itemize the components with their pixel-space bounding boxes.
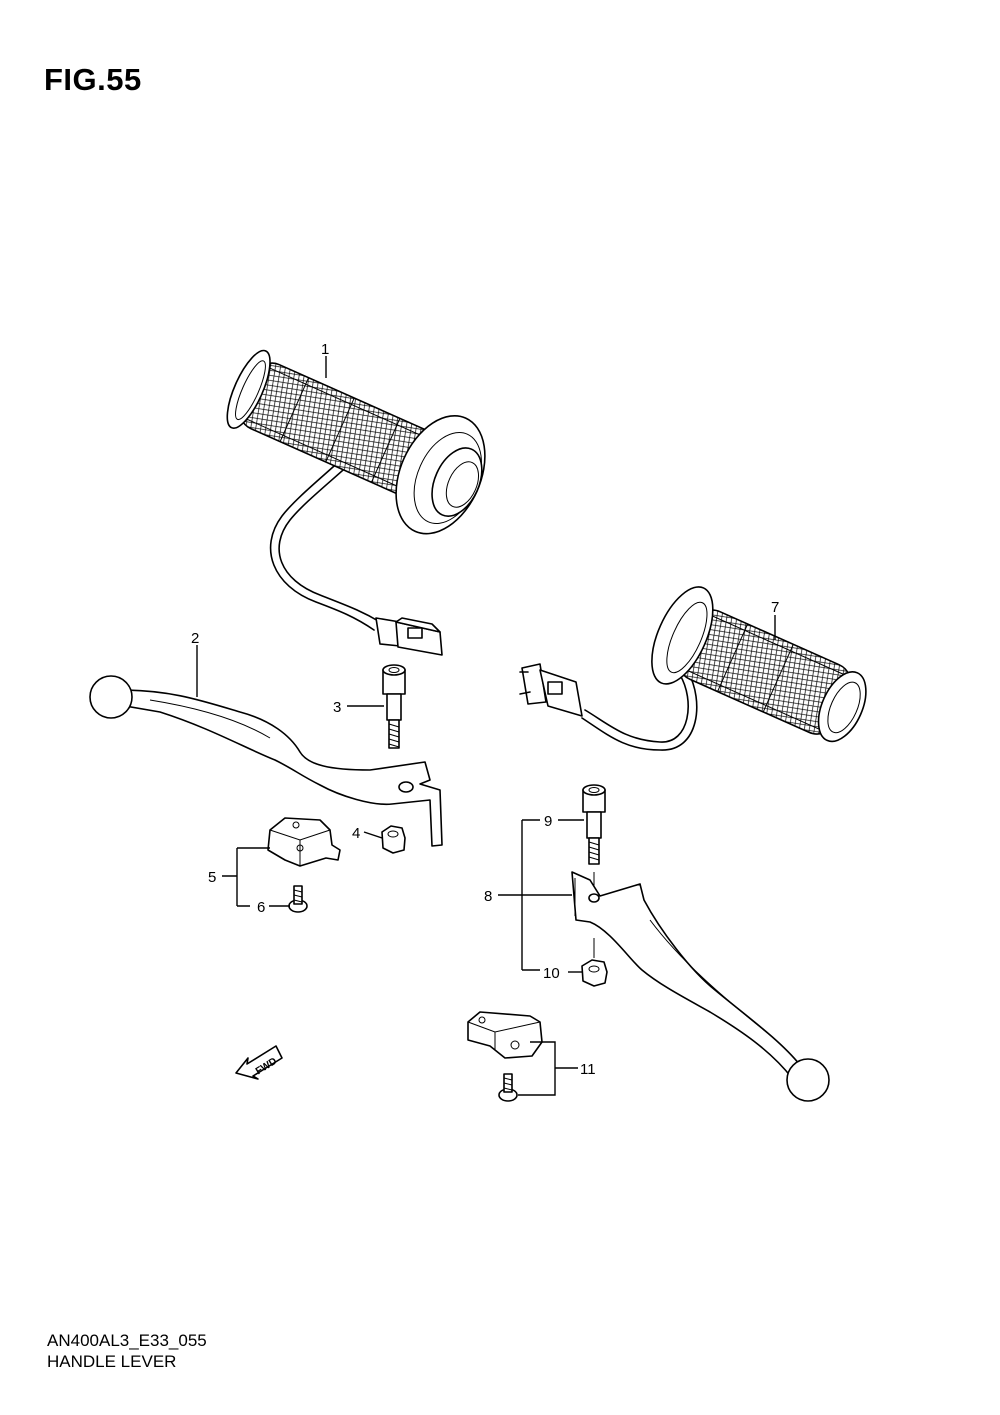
switch-screw-right	[498, 1073, 518, 1102]
callout-5: 5	[208, 869, 216, 886]
nut-left	[381, 825, 406, 854]
figure-title: FIG.55	[44, 62, 142, 97]
right-grip-assembly	[519, 586, 867, 751]
figure-code: AN400AL3_E33_055	[47, 1331, 207, 1350]
leader-lines	[196, 356, 776, 1096]
figure-footer: AN400AL3_E33_055 HANDLE LEVER	[47, 1330, 207, 1372]
nut-right	[581, 959, 608, 987]
pivot-bolt-right	[582, 784, 606, 865]
callout-2: 2	[191, 630, 199, 647]
pivot-bolt-left	[382, 664, 406, 749]
callout-10: 10	[543, 965, 560, 982]
lever-switch-left	[267, 817, 341, 867]
callout-6: 6	[257, 899, 265, 916]
forward-direction-arrow: FWD	[235, 1045, 283, 1080]
callout-4: 4	[352, 825, 360, 842]
callout-9: 9	[544, 813, 552, 830]
callout-1: 1	[321, 341, 329, 358]
callout-3: 3	[333, 699, 341, 716]
figure-name: HANDLE LEVER	[47, 1352, 177, 1371]
grip-connector	[375, 617, 443, 656]
callout-11: 11	[580, 1061, 596, 1078]
callout-numbers: 1 2 3 4 5 6 7 8 9 10 11	[191, 341, 779, 1078]
callout-8: 8	[484, 888, 492, 905]
left-lever	[89, 675, 443, 847]
right-lever	[571, 871, 830, 1102]
right-grip-connector	[519, 663, 583, 717]
left-grip-assembly	[226, 349, 486, 656]
switch-screw-left	[288, 885, 308, 913]
lever-switch-right	[467, 1011, 543, 1059]
callout-7: 7	[771, 599, 779, 616]
